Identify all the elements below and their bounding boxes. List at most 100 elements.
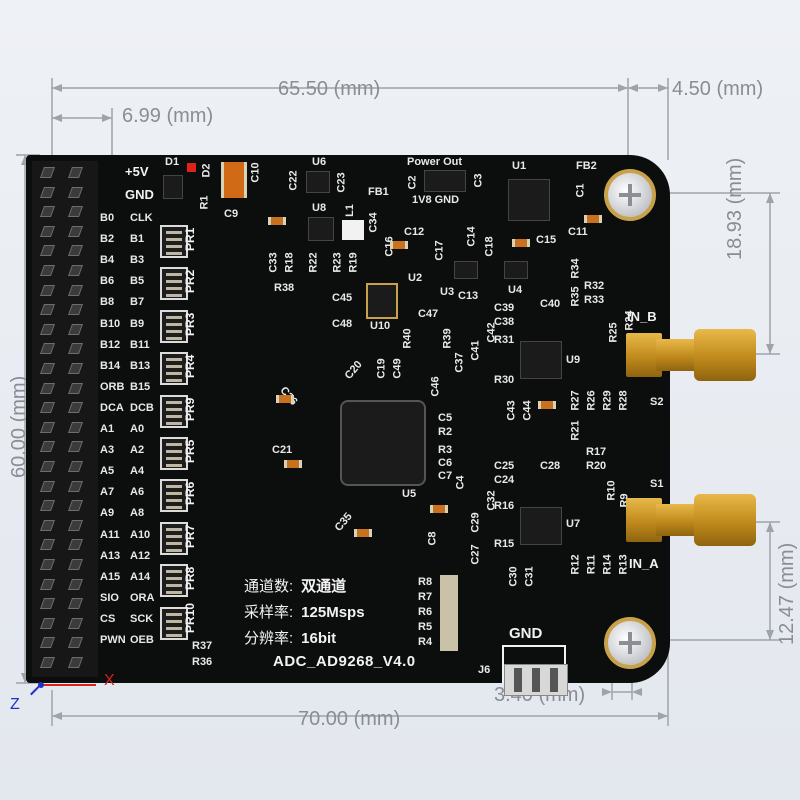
refdes-c23: C23 [335, 172, 348, 193]
refdes-c47: C47 [418, 308, 439, 320]
refdes-c43: C43 [505, 400, 518, 421]
mount-screw-top [604, 169, 656, 221]
refdes-c1: C1 [574, 183, 587, 198]
refdes-r25: R25 [607, 322, 620, 343]
chip-u6 [306, 171, 330, 193]
header-pin-label: A0 [130, 423, 145, 435]
sma-connector-in-a[interactable] [626, 490, 766, 550]
power-out-header [424, 170, 466, 192]
header-pin-label: SIO [100, 591, 119, 604]
cap [430, 505, 448, 513]
label-gnd-pwr: GND [125, 187, 154, 202]
refdes-u6: U6 [312, 156, 327, 168]
header-pin-label: A6 [130, 486, 145, 499]
resistor-pack-label: PR5 [183, 439, 197, 463]
axis-indicator [30, 676, 110, 716]
refdes-c45: C45 [332, 292, 353, 304]
header-pin [39, 441, 56, 453]
dim-right-lower: 12.47 (mm) [776, 542, 798, 645]
header-pin [67, 382, 84, 394]
pin-header [32, 161, 98, 677]
header-pin-label: B11 [130, 338, 150, 351]
refdes-c40: C40 [540, 298, 561, 310]
chip-u7 [520, 507, 562, 545]
header-pin [67, 245, 84, 257]
refdes-l1: L1 [343, 204, 356, 217]
dim-top-right: 4.50 (mm) [672, 78, 764, 100]
header-pin [39, 578, 56, 590]
spec-line: 分辨率:16bit [244, 627, 336, 648]
header-pin [67, 402, 84, 414]
header-pin-label: B4 [100, 254, 115, 267]
header-pin-label: B7 [130, 296, 145, 309]
refdes-c48: C48 [332, 318, 353, 330]
refdes-c18: C18 [483, 236, 496, 257]
cap [354, 529, 372, 537]
refdes-d2: D2 [200, 163, 213, 178]
header-pin [39, 637, 56, 649]
header-pin-label: A2 [130, 444, 145, 457]
refdes-c15: C15 [536, 234, 557, 246]
refdes-c35: C35 [332, 510, 355, 534]
header-pin [39, 284, 56, 296]
header-pin [39, 559, 56, 570]
resistor-pack-label: PR9 [183, 397, 197, 421]
spec-value: 16bit [301, 630, 337, 647]
axis-x-label: X [104, 672, 115, 689]
header-pin-label: A9 [100, 507, 115, 520]
refdes-c44: C44 [521, 400, 534, 421]
header-pin-label: SCK [130, 612, 154, 625]
resistor-pack-label: PR2 [183, 270, 197, 294]
header-pin [39, 343, 56, 355]
refdes-r36: R36 [192, 656, 213, 668]
resistor-array [440, 575, 458, 651]
label-power-out-pins: 1V8 GND [412, 194, 460, 206]
header-pin-label: OEB [130, 634, 154, 646]
refdes-r23: R23 [331, 252, 344, 273]
header-pin [67, 461, 84, 472]
refdes-c10: C10 [249, 162, 262, 183]
refdes-c27: C27 [469, 544, 482, 565]
refdes-c14: C14 [465, 226, 478, 247]
refdes-c12: C12 [404, 226, 425, 238]
cap [512, 239, 530, 247]
refdes-r8: R8 [418, 576, 433, 588]
resistor-pack-label: PR7 [183, 524, 197, 548]
header-pin-label: ORA [130, 591, 155, 604]
cap [268, 217, 286, 225]
refdes-c41: C41 [469, 340, 482, 361]
resistor-pack-label: PR1 [183, 227, 197, 251]
sma-connector-in-b[interactable] [626, 325, 766, 385]
header-pin [67, 657, 84, 668]
header-pin-label: CLK [130, 212, 153, 224]
header-pin [67, 284, 84, 296]
refdes-c33: C33 [267, 252, 280, 273]
header-pin [67, 186, 84, 198]
spec-label: 采样率: [244, 604, 294, 621]
header-pin [67, 559, 84, 570]
header-pin-label: A10 [130, 528, 151, 541]
dim-top-total: 65.50 (mm) [278, 78, 381, 100]
refdes-c39: C39 [494, 302, 515, 314]
header-pin-label: PWN [100, 634, 126, 646]
header-pin [39, 265, 56, 276]
refdes-c6: C6 [438, 457, 453, 469]
header-pin [39, 617, 56, 629]
refdes-c25: C25 [494, 460, 515, 472]
refdes-u9: U9 [566, 354, 581, 366]
refdes-u10: U10 [370, 320, 391, 332]
header-pin-label: B6 [100, 275, 115, 288]
resistor-pack-label: PR10 [183, 602, 197, 633]
header-pin-label: B5 [130, 275, 145, 288]
header-pin-label: B9 [130, 317, 145, 330]
dim-bottom-total: 70.00 (mm) [298, 708, 401, 730]
refdes-c24: C24 [494, 474, 515, 486]
header-pin [39, 304, 56, 316]
led-d2 [187, 163, 196, 172]
refdes-u2: U2 [408, 272, 423, 284]
refdes-r31: R31 [494, 334, 515, 346]
refdes-fb1: FB1 [368, 186, 389, 198]
header-pin-label: B0 [100, 212, 115, 224]
refdes-d1: D1 [165, 156, 180, 168]
